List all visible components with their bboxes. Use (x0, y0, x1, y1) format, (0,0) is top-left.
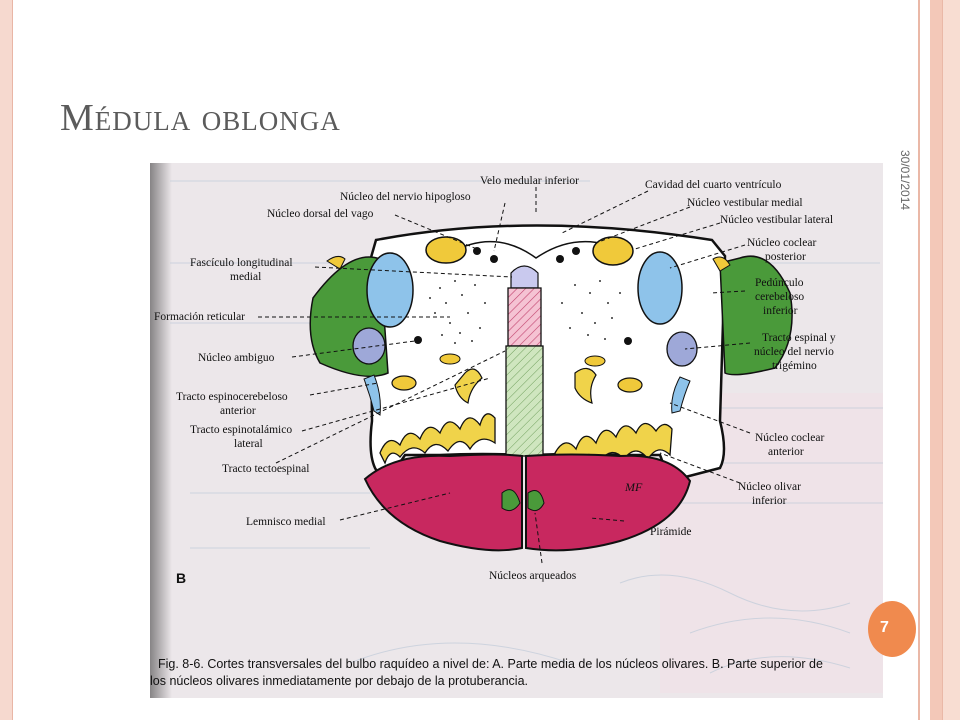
olivary-nucleus-left (379, 413, 496, 465)
label-tracto-espinal-2: núcleo del nervio (754, 346, 834, 358)
olivary-fold-left-top (454, 368, 483, 404)
label-cavidad-cuarto: Cavidad del cuarto ventrículo (645, 179, 782, 191)
label-fasciculo-2: medial (230, 271, 261, 283)
reticular-formation-stipple (429, 280, 621, 344)
label-peduncular-1: Pedúnculo (755, 277, 804, 289)
page-shadow (150, 163, 172, 698)
pyramid-right (525, 453, 692, 552)
yellow-small-right (712, 256, 731, 272)
figure-caption-line2: los núcleos olivares inmediatamente por … (150, 674, 528, 688)
green-region-right (719, 255, 793, 376)
yellow-small-mid-right (584, 355, 606, 367)
label-vestibular-lateral: Núcleo vestibular lateral (720, 214, 833, 226)
yellow-ventral-right (617, 377, 643, 393)
yellow-ventral-left (391, 375, 417, 391)
yellow-small-mid-left (439, 353, 461, 365)
slide-number: 7 (880, 619, 889, 636)
label-espinotalamico-2: lateral (234, 438, 263, 450)
figure-caption-line1: Fig. 8-6. Cortes transversales del bulbo… (158, 657, 823, 671)
label-olivar-1: Núcleo olivar (738, 481, 801, 493)
label-nucleo-hipogloso: Núcleo del nervio hipogloso (340, 191, 471, 203)
label-fasciculo-1: Fascículo longitudinal (190, 257, 293, 269)
label-vestibular-medial: Núcleo vestibular medial (687, 197, 803, 209)
right-frame-stripe (930, 0, 942, 720)
blue-arc-right (671, 376, 691, 414)
label-peduncular-2: cerebeloso (755, 291, 804, 303)
label-lemnisco: Lemnisco medial (246, 516, 326, 528)
label-tectoespinal: Tracto tectoespinal (222, 463, 309, 475)
medial-lemniscus-column (505, 345, 544, 457)
yellow-dorsal-nucleus-left (425, 236, 467, 264)
right-frame-stripe-outer (942, 0, 960, 720)
label-tracto-espinal-3: trigémino (772, 360, 817, 372)
label-velo-medular: Velo medular inferior (480, 175, 579, 187)
label-coclear-anterior-1: Núcleo coclear (755, 432, 824, 444)
label-nucleo-dorsal-vago: Núcleo dorsal del vago (267, 208, 374, 220)
blue-nucleus-right (637, 251, 683, 325)
lavender-nucleus-left (352, 327, 386, 365)
label-peduncular-3: inferior (763, 305, 798, 317)
label-coclear-posterior-2: posterior (765, 251, 806, 263)
label-espinocerebeloso-1: Tracto espinocerebeloso (176, 391, 288, 403)
blue-nucleus-left (366, 252, 414, 328)
black-dots (414, 247, 632, 345)
label-espinocerebeloso-2: anterior (220, 405, 256, 417)
label-olivar-2: inferior (752, 495, 787, 507)
label-arqueados: Núcleos arqueados (489, 570, 577, 582)
medial-longitudinal-fasciculus-column (507, 287, 542, 347)
slide-number-badge: 7 (868, 601, 916, 657)
leader-lines (258, 187, 751, 564)
arcuate-nucleus-left (501, 489, 521, 512)
label-coclear-anterior-2: anterior (768, 446, 804, 458)
label-formacion-reticular: Formación reticular (154, 311, 245, 323)
left-frame-border (0, 0, 13, 720)
yellow-dorsal-nucleus-right (592, 236, 634, 266)
panel-letter: B (176, 570, 186, 586)
yellow-small-left (326, 255, 346, 270)
midline-lavender-cap (510, 265, 539, 289)
label-piramide: Pirámide (650, 526, 692, 538)
artist-signature: MF (624, 480, 643, 494)
pyramid-left (363, 453, 523, 552)
arcuate-nucleus-right (527, 490, 545, 512)
right-frame-border (918, 0, 930, 720)
lavender-nucleus-right (666, 331, 698, 367)
olivary-fold-right-top (574, 367, 597, 404)
slide-date: 30/01/2014 (898, 150, 912, 211)
label-coclear-posterior-1: Núcleo coclear (747, 237, 816, 249)
label-nucleo-ambiguo: Núcleo ambiguo (198, 352, 275, 364)
slide-title: Médula oblonga (60, 97, 341, 139)
label-espinotalamico-1: Tracto espinotalámico (190, 424, 292, 436)
label-tracto-espinal-1: Tracto espinal y (762, 332, 836, 344)
anatomy-figure: MF Velo medular inferior Núcle (150, 163, 883, 698)
